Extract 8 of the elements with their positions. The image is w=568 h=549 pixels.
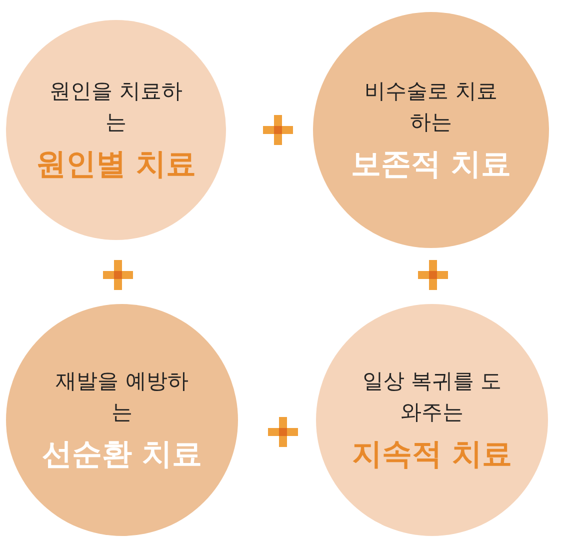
treatment-title: 선순환 치료 <box>42 436 202 474</box>
description: 일상 복귀를 도와주는 <box>361 368 503 426</box>
treatment-title: 보존적 치료 <box>350 146 512 184</box>
treatment-title: 원인별 치료 <box>36 146 196 184</box>
description: 원인을 치료하는 <box>48 78 184 136</box>
description: 비수술로 치료하는 <box>364 78 498 136</box>
treatment-title: 지속적 치료 <box>352 436 512 474</box>
description: 재발을 예방하는 <box>54 368 190 426</box>
